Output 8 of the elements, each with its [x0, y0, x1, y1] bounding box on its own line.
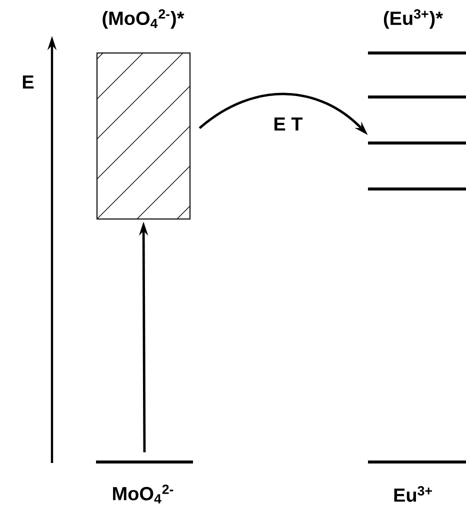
energy-level-line: [368, 142, 466, 144]
axis-label: E: [22, 75, 34, 89]
level-label: (Eu$^{3+}$)*: [384, 9, 443, 29]
level-label: (MoO$_{4}$$^{2-}$)*: [102, 9, 184, 29]
level-label: MoO$_{4}$2-: [113, 484, 174, 504]
energy-level-line: [368, 188, 466, 190]
edge-label: E T: [272, 116, 304, 132]
level-label: Eu$^{3+}$: [394, 486, 432, 502]
